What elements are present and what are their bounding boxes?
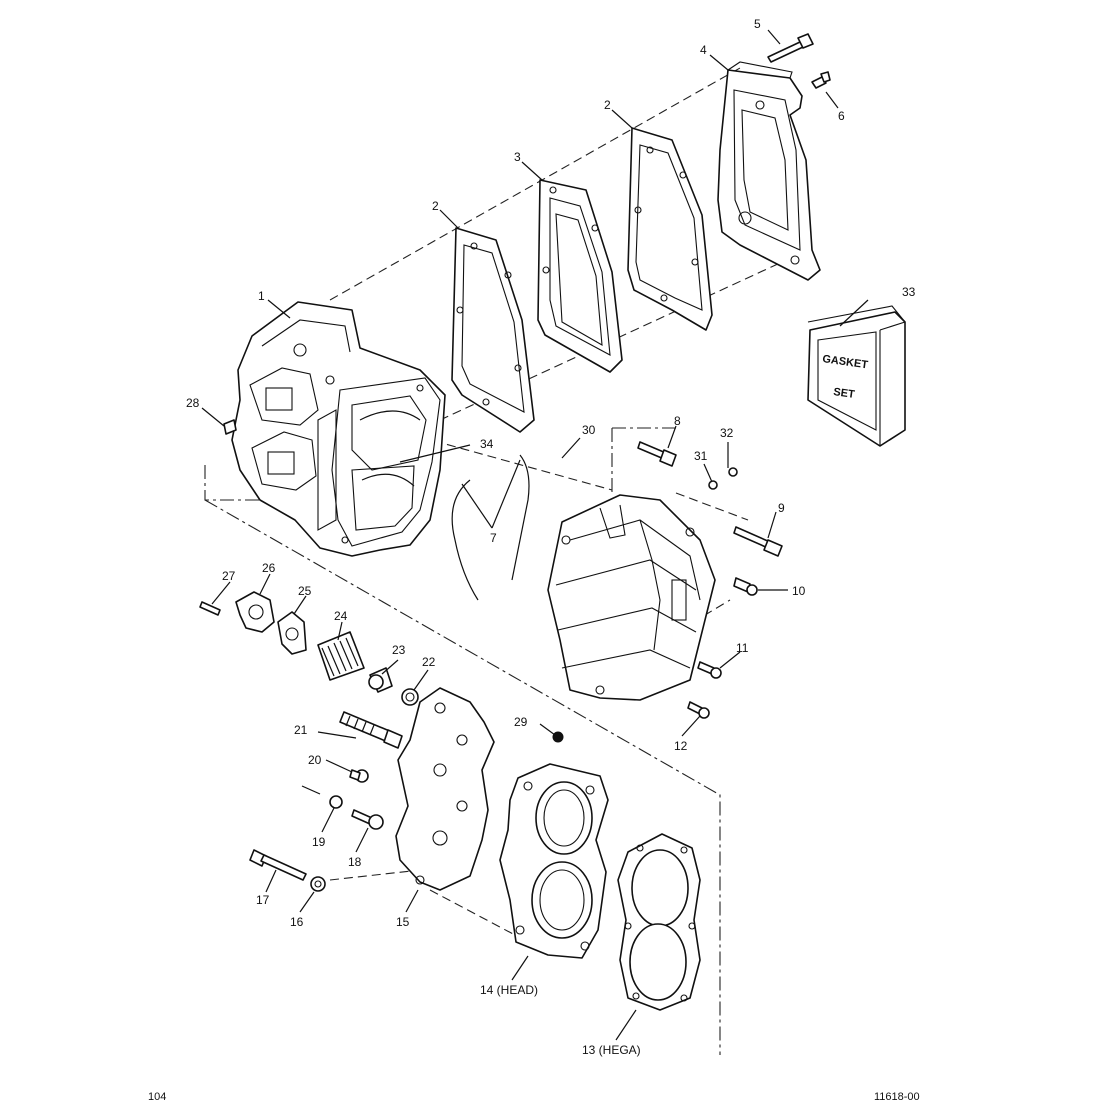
crankcase-cover	[547, 494, 716, 701]
callout-22: 22	[422, 655, 436, 669]
exhaust-gasket-inner	[451, 227, 535, 433]
footer-figure-id: 11618-00	[874, 1091, 920, 1100]
gasket-set-line2: SET	[833, 386, 856, 401]
callout-14: 14 (HEAD)	[480, 983, 538, 997]
callout-15: 15	[396, 915, 410, 929]
exhaust-divider-plate	[537, 179, 623, 373]
callout-18: 18	[348, 855, 362, 869]
callout-19: 19	[312, 835, 326, 849]
callout-7: 7	[490, 531, 497, 545]
cover-bolt-8	[637, 441, 677, 467]
small-washer	[301, 785, 343, 809]
cover-screw-18	[351, 809, 384, 830]
callout-5: 5	[754, 17, 761, 31]
alignment-lines	[204, 67, 809, 1055]
thermostat-cover-screw	[199, 601, 221, 616]
callout-11: 11	[736, 641, 749, 655]
callout-1: 1	[258, 289, 265, 303]
callout-32: 32	[720, 426, 734, 440]
thermostat	[368, 667, 393, 693]
thermostat-spring	[317, 631, 365, 681]
callout-27: 27	[222, 569, 236, 583]
callout-24: 24	[334, 609, 348, 623]
leader-lines	[201, 29, 869, 1041]
thermostat-cover	[235, 591, 275, 633]
seal-strips	[451, 454, 530, 601]
callout-28: 28	[186, 396, 200, 410]
cover-bolt-9	[733, 526, 783, 557]
callout-2-inner: 2	[432, 199, 439, 213]
callout-9: 9	[778, 501, 785, 515]
callout-17: 17	[256, 893, 270, 907]
long-bolt	[249, 849, 307, 881]
cylinder-block	[231, 301, 446, 557]
gasket-set-box: GASKET SET	[807, 305, 906, 447]
callout-labels: 1 2 3 2 4 5 6 33 28 34 30 8 32 31 7 9 10…	[186, 17, 916, 1057]
cylinder-block-cover	[395, 687, 495, 891]
callout-33: 33	[902, 285, 916, 299]
block-plug	[223, 419, 237, 435]
callout-8: 8	[674, 414, 681, 428]
exhaust-cover	[717, 61, 821, 281]
callout-25: 25	[298, 584, 312, 598]
callout-16: 16	[290, 915, 304, 929]
callout-10: 10	[792, 584, 806, 598]
bolt-washer	[310, 876, 326, 892]
callout-23: 23	[392, 643, 406, 657]
drain-plug	[552, 731, 564, 743]
small-fasteners	[708, 467, 738, 490]
callout-4: 4	[700, 43, 707, 57]
thermostat-washer	[401, 688, 419, 706]
footer-page-number: 104	[148, 1091, 166, 1100]
cover-bolt	[767, 33, 814, 63]
footer: 104 11618-00	[148, 1091, 920, 1100]
cover-screw	[811, 71, 831, 89]
callout-34: 34	[480, 437, 494, 451]
callout-26: 26	[262, 561, 276, 575]
callout-13: 13 (HEGA)	[582, 1043, 641, 1057]
callout-12: 12	[674, 739, 688, 753]
callout-6: 6	[838, 109, 845, 123]
water-fitting	[349, 769, 369, 783]
callout-2-outer: 2	[604, 98, 611, 112]
cylinder-head	[499, 763, 609, 959]
thermostat-gasket	[277, 611, 307, 655]
callout-21: 21	[294, 723, 308, 737]
callout-31: 31	[694, 449, 708, 463]
temperature-sensor	[339, 711, 403, 749]
hose-fitting	[733, 577, 758, 596]
callout-30: 30	[582, 423, 596, 437]
cover-screws	[687, 661, 722, 719]
head-gasket	[617, 833, 701, 1011]
callout-3: 3	[514, 150, 521, 164]
callout-20: 20	[308, 753, 322, 767]
callout-29: 29	[514, 715, 528, 729]
exhaust-gasket-outer	[627, 127, 713, 331]
